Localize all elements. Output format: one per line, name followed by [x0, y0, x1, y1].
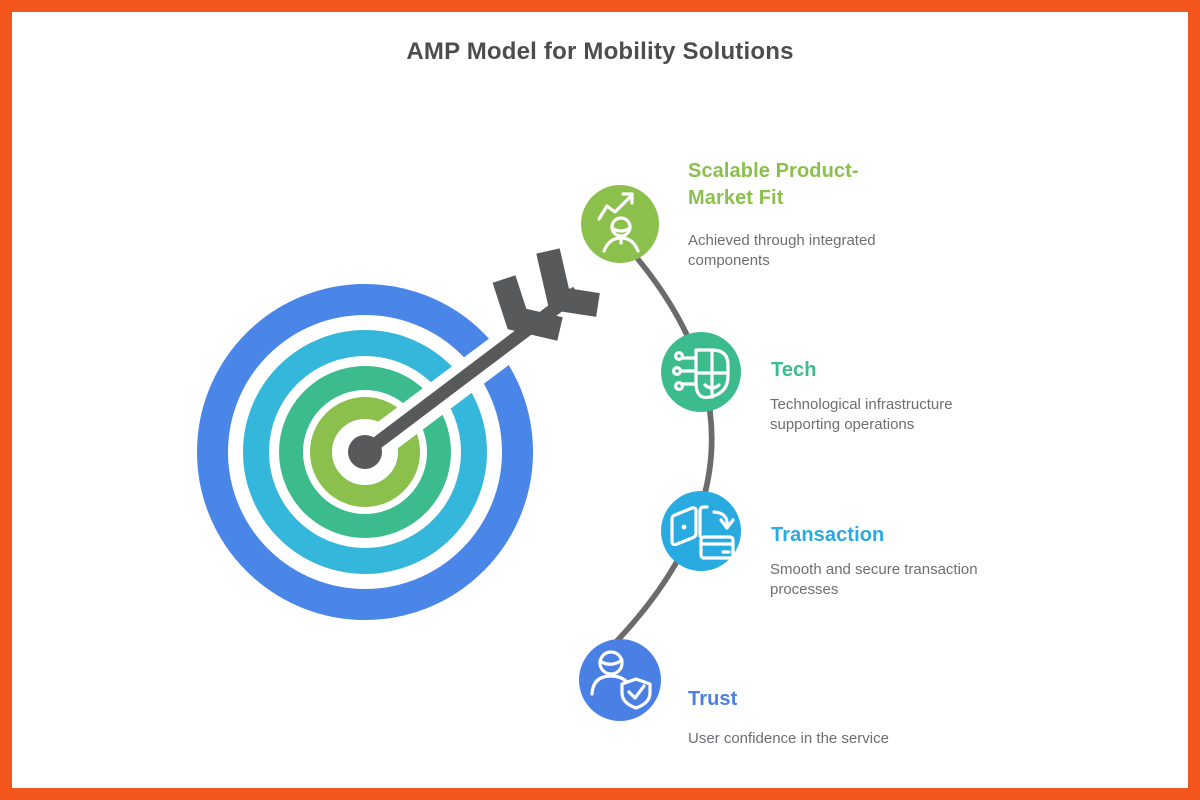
target-ring-outer [197, 284, 533, 620]
node-description-transaction: Smooth and secure transaction processes [770, 561, 978, 598]
node-circle-scalable [581, 185, 659, 263]
growth-person-icon [597, 192, 640, 253]
target-ring-third [279, 366, 451, 538]
node-trust [579, 639, 661, 721]
target-ring-inner [310, 397, 420, 507]
target-ring-second [243, 330, 487, 574]
arrow-fletching-rear [536, 248, 600, 317]
node-label-tech: Tech [771, 359, 817, 381]
node-description-tech: Technological infrastructure supporting … [770, 396, 953, 433]
page-title: AMP Model for Mobility Solutions [406, 38, 794, 65]
node-tech [661, 332, 741, 412]
target-bullseye [197, 284, 533, 620]
node-description-trust: User confidence in the service [688, 730, 889, 747]
node-description-scalable-product-market-fit: Achieved through integrated components [688, 232, 876, 269]
target-arrow [348, 248, 600, 469]
node-circle-trust [579, 639, 661, 721]
node-transaction [661, 491, 741, 571]
arrow-fletching-front [492, 275, 563, 341]
user-shield-check-icon [590, 650, 652, 710]
node-label-trust: Trust [688, 688, 738, 710]
node-scalable-product-market-fit [581, 185, 659, 263]
connector-curve [611, 249, 715, 647]
node-label-transaction: Transaction [771, 524, 885, 546]
wallet-card-icon [670, 505, 735, 560]
circuit-shield-icon [671, 348, 730, 400]
node-label-scalable-product-market-fit: Scalable Product-Market Fit [688, 160, 859, 209]
